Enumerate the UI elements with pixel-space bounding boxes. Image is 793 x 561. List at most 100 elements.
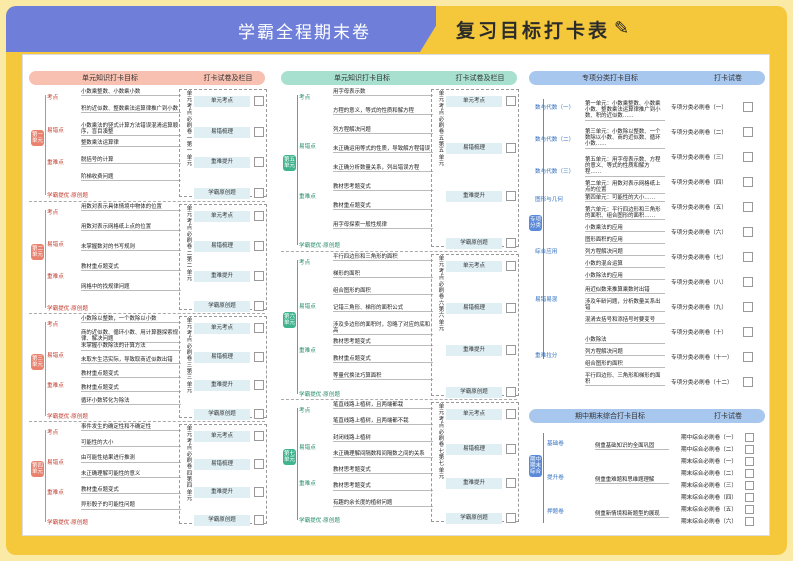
comprehensive-checkbox[interactable] (745, 505, 754, 514)
task-checkbox[interactable] (506, 143, 516, 154)
category-label: 易错点 (299, 304, 316, 310)
category-label: 易错点 (47, 352, 64, 359)
task-label: 重难提升 (194, 157, 250, 169)
special-paper: 专项分类必刷卷（六） (671, 230, 727, 236)
task-label: 易错梳理 (194, 126, 250, 138)
knowledge-item: 涉及多边形的面积时，忽略了对应的底和高 (333, 322, 433, 336)
special-checkbox[interactable] (743, 327, 753, 337)
comprehensive-item: 侧重重难题和思维题理解 (595, 477, 669, 485)
special-checkbox[interactable] (743, 202, 753, 212)
task-checkbox[interactable] (506, 303, 516, 313)
task-checkbox[interactable] (254, 380, 264, 391)
special-checkbox[interactable] (743, 102, 753, 112)
task-checkbox[interactable] (506, 513, 516, 523)
branch-line (297, 408, 298, 520)
task-checkbox[interactable] (254, 323, 264, 333)
special-item: 组合图形的面积 (585, 361, 665, 369)
special-checkbox[interactable] (743, 352, 753, 362)
task-label: 重难提升 (194, 487, 250, 498)
task-label: 学霸原创题 (446, 387, 502, 398)
knowledge-item: 笔直线路上植树，且两端都不栽 (333, 418, 433, 426)
category-label: 学霸提优·原创题 (299, 243, 340, 249)
special-checkbox[interactable] (743, 277, 753, 287)
special-checkbox[interactable] (743, 152, 753, 162)
comprehensive-checkbox[interactable] (745, 457, 754, 466)
task-checkbox[interactable] (254, 211, 264, 221)
special-checkbox[interactable] (743, 377, 753, 387)
knowledge-item: 列方程解决问题 (333, 127, 433, 135)
task-checkbox[interactable] (254, 188, 264, 198)
unit-block: 第四单元考点易错点重难点学霸提优·原创题事件发生的确定性和不确定性可能性的大小由… (29, 421, 267, 527)
header-title-right: 复习目标打卡表 (456, 20, 611, 42)
special-checkbox[interactable] (743, 227, 753, 237)
knowledge-item: 教材重点题变式 (81, 371, 181, 379)
special-item: 用近似数来推算乘数时出错 (585, 287, 665, 295)
task-checkbox[interactable] (506, 96, 516, 106)
col4-header: 期中期末综合打卡目标 打卡试卷 (529, 409, 765, 423)
unit-label: 第七单元 (283, 449, 296, 466)
task-checkbox[interactable] (506, 190, 516, 201)
special-item: 小数除法 (585, 337, 665, 345)
special-checkbox[interactable] (743, 302, 753, 312)
task-label: 易错梳理 (194, 459, 250, 470)
header-left-banner (6, 6, 436, 52)
task-checkbox[interactable] (254, 241, 264, 251)
task-checkbox[interactable] (254, 409, 264, 419)
task-checkbox[interactable] (506, 478, 516, 489)
comprehensive-checkbox[interactable] (745, 445, 754, 454)
knowledge-item: 未正确运用等式的性质，导致解方程错误 (333, 146, 433, 154)
col3-header-left: 专项分类打卡目标 (582, 74, 638, 82)
special-checkbox[interactable] (743, 127, 753, 137)
knowledge-item: 循环小数转化为除法 (81, 398, 181, 406)
task-checkbox[interactable] (254, 301, 264, 311)
comprehensive-checkbox[interactable] (745, 469, 754, 478)
comprehensive-checkbox[interactable] (745, 481, 754, 490)
category-label: 考点 (299, 260, 311, 266)
task-checkbox[interactable] (254, 351, 264, 362)
task-checkbox[interactable] (506, 238, 516, 248)
task-checkbox[interactable] (254, 515, 264, 525)
knowledge-item: 商的近似数、循环小数、用计算器探索规律、解决问题 (81, 330, 181, 344)
task-box: 单元考点易错梳理重难提升学霸原创题 (179, 89, 267, 199)
level-label: 基础卷 (547, 441, 564, 447)
branch-line (45, 430, 46, 522)
special-checkbox[interactable] (743, 252, 753, 262)
special-checkbox[interactable] (743, 177, 753, 187)
task-checkbox[interactable] (254, 459, 264, 469)
level-label: 数与代数（三） (535, 169, 575, 175)
branch-line (543, 433, 544, 523)
comprehensive-checkbox[interactable] (745, 433, 754, 442)
task-checkbox[interactable] (506, 261, 516, 271)
task-checkbox[interactable] (254, 126, 264, 137)
task-checkbox[interactable] (506, 387, 516, 397)
task-checkbox[interactable] (506, 409, 516, 419)
knowledge-item: 未正确分析数量关系，列出错误方程 (333, 165, 433, 173)
task-checkbox[interactable] (254, 271, 264, 281)
category-label: 学霸提优·原创题 (47, 306, 88, 312)
comprehensive-checkbox[interactable] (745, 517, 754, 526)
comprehensive-checkbox[interactable] (745, 493, 754, 502)
knowledge-item: 小数除以整数，一个数除以小数 (81, 316, 181, 324)
knowledge-item: 积的近似数、整数乘法运算律推广到小数 (81, 106, 181, 114)
knowledge-item: 方程的意义，等式的性质和解方程 (333, 108, 433, 116)
col3-header-right: 打卡试卷 (714, 74, 742, 82)
task-checkbox[interactable] (506, 345, 516, 355)
special-item: 第六单元：平行四边形和三角形的面积、组合图形的面积…… (585, 207, 665, 221)
category-label: 学霸提优·原创题 (299, 392, 340, 398)
pencil-icon: ✎ (614, 18, 630, 39)
task-checkbox[interactable] (506, 443, 516, 454)
category-label: 重难点 (47, 274, 64, 280)
branch-line (297, 260, 298, 394)
task-checkbox[interactable] (254, 157, 264, 168)
task-checkbox[interactable] (254, 487, 264, 497)
task-checkbox[interactable] (254, 96, 264, 106)
knowledge-item: 用数对表示具体情境中物体的位置 (81, 204, 181, 212)
category-label: 重难点 (47, 160, 64, 167)
level-label: 综合应用 (535, 249, 558, 255)
task-label: 易错梳理 (446, 303, 502, 314)
knowledge-item: 教材重点题变式 (81, 487, 181, 494)
task-checkbox[interactable] (254, 431, 264, 441)
knowledge-item: 整数乘法运算律 (81, 140, 181, 148)
knowledge-item: 梯形的面积 (333, 271, 433, 279)
header-right-banner (420, 6, 787, 52)
